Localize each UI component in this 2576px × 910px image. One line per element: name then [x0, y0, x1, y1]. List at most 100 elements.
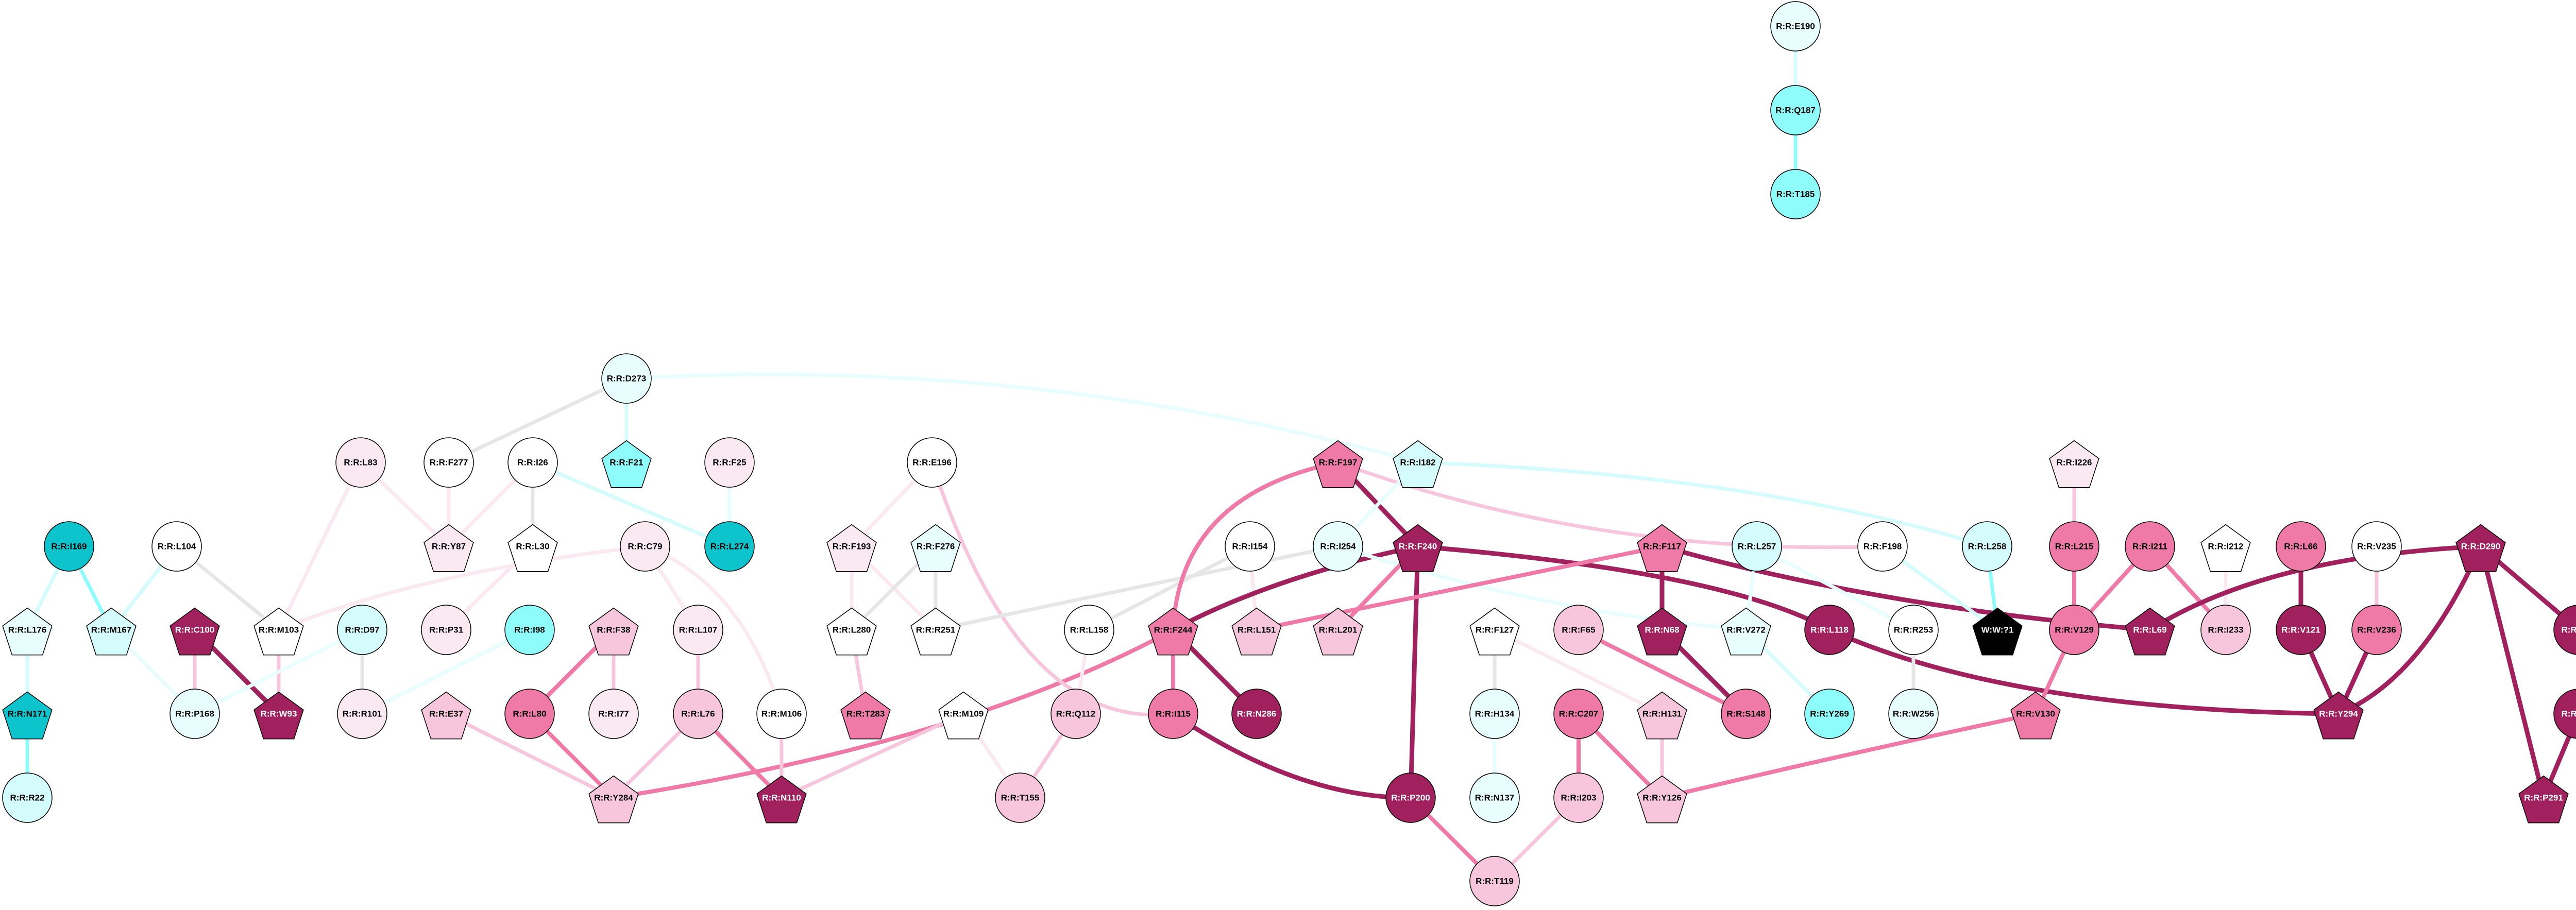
node-r-r-n68[interactable]: R:R:N68 [1637, 607, 1687, 656]
node-r-r-t155[interactable]: R:R:T155 [995, 772, 1045, 823]
node-r-r-f193[interactable]: R:R:F193 [826, 524, 877, 572]
node-r-r-c207[interactable]: R:R:C207 [1553, 689, 1604, 739]
edge-layer [25, 24, 2576, 883]
node-r-r-i169[interactable]: R:R:I169 [44, 521, 94, 572]
node-r-r-t119[interactable]: R:R:T119 [1469, 856, 1520, 906]
node-r-r-f65[interactable]: R:R:F65 [1553, 605, 1604, 655]
node-r-r-r22[interactable]: R:R:R22 [2, 772, 53, 823]
node-r-r-p291[interactable]: R:R:P291 [2518, 775, 2569, 823]
node-label: R:R:I212 [2208, 542, 2244, 552]
node-r-r-n137[interactable]: R:R:N137 [1469, 772, 1520, 823]
node-r-r-w256[interactable]: R:R:W256 [1888, 689, 1939, 739]
node-r-r-i115[interactable]: R:R:I115 [1148, 689, 1198, 739]
node-w-w-1[interactable]: W:W:?1 [1972, 607, 2023, 656]
node-r-r-i203[interactable]: R:R:I203 [1553, 772, 1604, 823]
node-r-r-l69[interactable]: R:R:L69 [2125, 607, 2175, 656]
node-r-r-f244[interactable]: R:R:F244 [1148, 607, 1198, 656]
node-r-r-l258[interactable]: R:R:L258 [1962, 521, 2012, 572]
node-r-r-f117[interactable]: R:R:F117 [1637, 524, 1687, 572]
node-r-r-d273[interactable]: R:R:D273 [601, 353, 652, 404]
node-r-r-f127[interactable]: R:R:F127 [1469, 607, 1520, 656]
node-r-r-l83[interactable]: R:R:L83 [335, 437, 386, 488]
node-r-r-n171[interactable]: R:R:N171 [2, 691, 53, 740]
node-r-r-i212[interactable]: R:R:I212 [2200, 524, 2251, 572]
node-r-r-c100[interactable]: R:R:C100 [170, 607, 220, 656]
node-r-r-f276[interactable]: R:R:F276 [910, 524, 961, 572]
node-r-r-i26[interactable]: R:R:I26 [507, 437, 558, 488]
node-r-r-m109[interactable]: R:R:M109 [938, 691, 989, 740]
node-r-r-l201[interactable]: R:R:L201 [1313, 607, 1363, 656]
node-r-r-f25[interactable]: R:R:F25 [704, 437, 755, 488]
node-r-r-y294[interactable]: R:R:Y294 [2313, 691, 2364, 740]
node-r-r-f240[interactable]: R:R:F240 [1393, 524, 1443, 572]
node-r-r-l30[interactable]: R:R:L30 [507, 524, 558, 572]
node-r-r-c79[interactable]: R:R:C79 [620, 521, 670, 572]
node-r-r-f197[interactable]: R:R:F197 [1313, 440, 1363, 488]
node-r-r-l151[interactable]: R:R:L151 [1231, 607, 1282, 656]
node-r-r-n110[interactable]: R:R:N110 [756, 775, 807, 823]
node-r-r-f277[interactable]: R:R:F277 [423, 437, 474, 488]
node-r-r-w93[interactable]: R:R:W93 [253, 691, 304, 740]
node-r-r-e190[interactable]: R:R:E190 [1770, 1, 1821, 51]
node-r-r-p31[interactable]: R:R:P31 [421, 605, 471, 655]
node-r-r-l280[interactable]: R:R:L280 [826, 607, 877, 656]
node-r-r-h131[interactable]: R:R:H131 [1637, 691, 1687, 740]
node-r-r-q187[interactable]: R:R:Q187 [1770, 85, 1821, 135]
node-r-r-y269[interactable]: R:R:Y269 [1804, 689, 1855, 739]
node-r-r-i182[interactable]: R:R:I182 [1393, 440, 1443, 488]
node-r-r-i233[interactable]: R:R:I233 [2200, 605, 2251, 655]
node-label: R:R:F21 [609, 458, 643, 468]
node-r-r-h134[interactable]: R:R:H134 [1469, 689, 1520, 739]
node-r-r-n286[interactable]: R:R:N286 [1231, 689, 1282, 739]
node-r-r-l104[interactable]: R:R:L104 [151, 521, 202, 572]
node-r-r-i98[interactable]: R:R:I98 [504, 605, 555, 655]
node-r-r-v236[interactable]: R:R:V236 [2351, 605, 2402, 655]
node-r-r-d290[interactable]: R:R:D290 [2455, 524, 2506, 572]
node-r-r-y126[interactable]: R:R:Y126 [1637, 775, 1687, 823]
node-r-r-l76[interactable]: R:R:L76 [673, 689, 723, 739]
node-r-r-m103[interactable]: R:R:M103 [253, 607, 304, 656]
node-r-r-s148[interactable]: R:R:S148 [1721, 689, 1771, 739]
node-r-r-m106[interactable]: R:R:M106 [756, 689, 807, 739]
node-r-r-l274[interactable]: R:R:L274 [704, 521, 755, 572]
node-r-r-l176[interactable]: R:R:L176 [2, 607, 53, 656]
node-label: R:R:L30 [516, 542, 549, 552]
node-r-r-i77[interactable]: R:R:I77 [588, 689, 639, 739]
node-r-r-d73[interactable]: R:R:D73 [2553, 605, 2576, 655]
node-r-r-v129[interactable]: R:R:V129 [2049, 605, 2099, 655]
node-r-r-e37[interactable]: R:R:E37 [421, 691, 471, 740]
node-r-r-p200[interactable]: R:R:P200 [1385, 772, 1436, 823]
node-r-r-f198[interactable]: R:R:F198 [1857, 521, 1908, 572]
node-r-r-l158[interactable]: R:R:L158 [1064, 605, 1114, 655]
node-r-r-v130[interactable]: R:R:V130 [2010, 691, 2061, 740]
node-r-r-v121[interactable]: R:R:V121 [2276, 605, 2326, 655]
node-r-r-p168[interactable]: R:R:P168 [170, 689, 220, 739]
node-r-r-y284[interactable]: R:R:Y284 [588, 775, 639, 823]
node-r-r-q112[interactable]: R:R:Q112 [1050, 689, 1101, 739]
node-r-r-l66[interactable]: R:R:L66 [2276, 521, 2326, 572]
node-r-r-r101[interactable]: R:R:R101 [337, 689, 387, 739]
node-label: R:R:R253 [1894, 625, 1934, 635]
node-r-r-v235[interactable]: R:R:V235 [2351, 521, 2402, 572]
node-r-r-l257[interactable]: R:R:L257 [1732, 521, 1782, 572]
node-r-r-e196[interactable]: R:R:E196 [907, 437, 957, 488]
node-r-r-f38[interactable]: R:R:F38 [588, 607, 639, 656]
node-r-r-i211[interactable]: R:R:I211 [2125, 521, 2175, 572]
node-r-r-f21[interactable]: R:R:F21 [601, 440, 652, 488]
node-r-r-t283[interactable]: R:R:T283 [840, 691, 891, 740]
node-r-r-l107[interactable]: R:R:L107 [673, 605, 723, 655]
node-r-r-n45[interactable]: R:R:N45 [2553, 689, 2576, 739]
node-r-r-i254[interactable]: R:R:I254 [1313, 521, 1363, 572]
node-r-r-i154[interactable]: R:R:I154 [1225, 521, 1275, 572]
node-r-r-m167[interactable]: R:R:M167 [86, 607, 137, 656]
node-r-r-r253[interactable]: R:R:R253 [1888, 605, 1939, 655]
node-r-r-y87[interactable]: R:R:Y87 [423, 524, 474, 572]
node-r-r-l215[interactable]: R:R:L215 [2049, 521, 2099, 572]
node-r-r-l80[interactable]: R:R:L80 [504, 689, 555, 739]
node-r-r-r251[interactable]: R:R:R251 [910, 607, 961, 656]
node-r-r-d97[interactable]: R:R:D97 [337, 605, 387, 655]
node-r-r-t185[interactable]: R:R:T185 [1770, 169, 1821, 219]
node-r-r-l118[interactable]: R:R:L118 [1804, 605, 1855, 655]
node-r-r-v272[interactable]: R:R:V272 [1721, 607, 1771, 656]
node-r-r-i226[interactable]: R:R:I226 [2049, 440, 2099, 488]
